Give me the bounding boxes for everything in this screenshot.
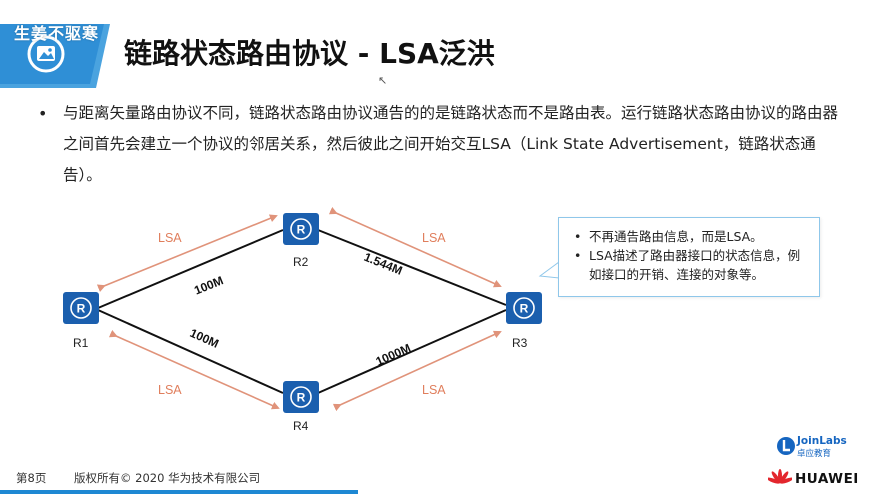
callout-item: LSA描述了路由器接口的状态信息，例如接口的开销、连接的对象等。: [567, 246, 811, 284]
image-icon: [27, 35, 65, 73]
link-r1-r4: [97, 309, 284, 394]
lsa-arrow-r4-r3: [332, 330, 502, 412]
link-r2-r3: [317, 229, 507, 306]
callout-item: 不再通告路由信息，而是LSA。: [567, 227, 811, 246]
bandwidth-label-r2-r3: 1.544M: [362, 250, 404, 278]
lsa-label: LSA: [422, 231, 446, 245]
router-r4[interactable]: R: [283, 381, 319, 413]
slide-title: 链路状态路由协议 - LSA泛洪: [124, 37, 495, 70]
link-r1-r2: [97, 229, 284, 309]
huawei-flower-icon: [766, 469, 794, 484]
router-icon: R: [70, 297, 92, 319]
joinlabs-icon: [777, 437, 795, 455]
router-icon: R: [513, 297, 535, 319]
svg-text:R: R: [520, 302, 529, 316]
bandwidth-label-r1-r2: 100M: [192, 273, 225, 297]
router-icon: R: [290, 218, 312, 240]
huawei-logo: HUAWEI: [766, 468, 868, 490]
callout-box: 不再通告路由信息，而是LSA。 LSA描述了路由器接口的状态信息，例如接口的开销…: [558, 217, 820, 297]
joinlabs-logo: JoinLabs 卓应教育: [776, 434, 856, 460]
router-r2[interactable]: R: [283, 213, 319, 245]
svg-text:R: R: [297, 391, 306, 405]
bandwidth-label-r1-r4: 100M: [188, 326, 221, 351]
lsa-arrow-r1-r4: [108, 329, 280, 410]
lsa-arrow-r1-r2: [96, 214, 278, 292]
huawei-text: HUAWEI: [795, 471, 859, 487]
intro-paragraph: • 与距离矢量路由协议不同，链路状态路由协议通告的的是链路状态而不是路由表。运行…: [38, 98, 838, 191]
header-badge: [0, 24, 110, 88]
lsa-label: LSA: [422, 383, 446, 397]
router-icon: R: [290, 386, 312, 408]
router-label-r4: R4: [293, 419, 309, 433]
router-label-r3: R3: [512, 336, 528, 350]
callout-pointer: [538, 261, 560, 279]
link-r4-r3: [317, 309, 507, 394]
lsa-label: LSA: [158, 383, 182, 397]
mouse-cursor-icon: ↖: [378, 74, 388, 87]
lsa-label: LSA: [158, 231, 182, 245]
watermark-text: 生姜不驱寒: [14, 24, 100, 43]
footer-progress-bar: [0, 490, 358, 494]
router-r1[interactable]: R: [63, 292, 99, 324]
svg-text:R: R: [297, 223, 306, 237]
lsa-arrow-r2-r3: [328, 206, 502, 288]
page-number: 第8页: [16, 471, 47, 485]
copyright-text: 版权所有© 2020 华为技术有限公司: [74, 471, 261, 485]
intro-text: 与距离矢量路由协议不同，链路状态路由协议通告的的是链路状态而不是路由表。运行链路…: [63, 104, 839, 184]
svg-text:R: R: [77, 302, 86, 316]
joinlabs-subtitle: 卓应教育: [797, 449, 832, 459]
bandwidth-label-r4-r3: 1000M: [374, 341, 413, 369]
router-label-r2: R2: [293, 255, 309, 269]
bullet-dot: •: [38, 104, 48, 123]
router-label-r1: R1: [73, 336, 89, 350]
joinlabs-name: JoinLabs: [797, 435, 847, 447]
router-r3[interactable]: R: [506, 292, 542, 324]
